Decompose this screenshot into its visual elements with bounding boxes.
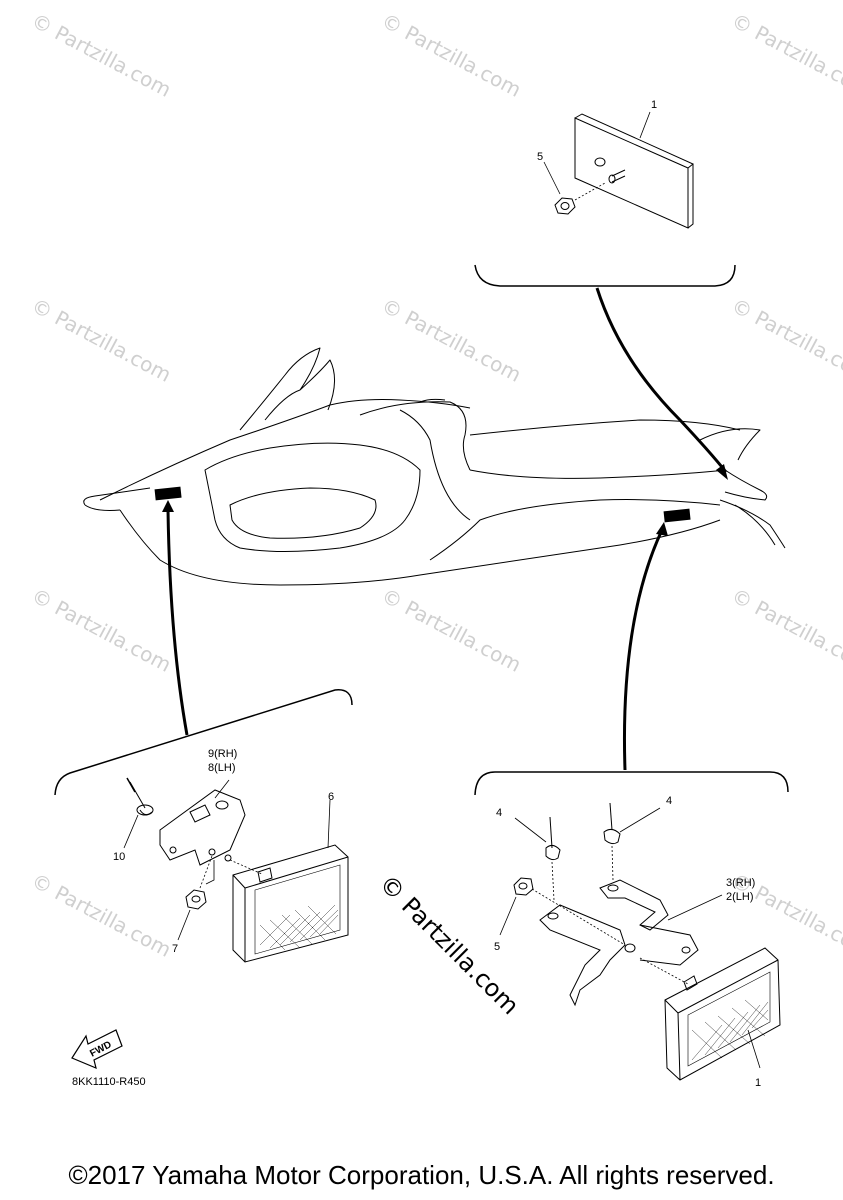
watermark: © Partzilla.com [728, 293, 843, 387]
callout-7: 7 [172, 943, 178, 955]
watermark: © Partzilla.com [378, 583, 526, 677]
watermark: © Partzilla.com [728, 583, 843, 677]
left-detail-box [54, 689, 353, 963]
copyright-notice: ©2017 Yamaha Motor Corporation, U.S.A. A… [68, 1160, 775, 1190]
watermark: © Partzilla.com [28, 293, 176, 387]
right-detail-box [474, 771, 789, 1081]
watermark: © Partzilla.com [378, 8, 526, 102]
reflector-hatch-right [691, 999, 769, 1061]
watermark-layer: © Partzilla.com © Partzilla.com © Partzi… [28, 8, 843, 962]
callout-5-top: 5 [537, 151, 543, 163]
rear-reflector-location [663, 508, 691, 523]
callout-5-bottom: 5 [494, 941, 500, 953]
top-detail-box [474, 111, 736, 287]
watermark: © Partzilla.com [378, 293, 526, 387]
fwd-arrow-icon: FWD [71, 1029, 123, 1070]
callout-8lh: 8(LH) [208, 762, 236, 774]
watermark: © Partzilla.com [728, 8, 843, 102]
callout-4-right: 4 [666, 795, 672, 807]
watermark: © Partzilla.com [28, 8, 176, 102]
reflector-hatch-left [259, 904, 339, 951]
callout-1-top: 1 [651, 99, 657, 111]
callout-10: 10 [113, 851, 125, 863]
leader-arrows [166, 287, 728, 771]
callout-2lh: 2(LH) [726, 891, 754, 903]
callout-6: 6 [328, 791, 334, 803]
callout-9rh: 9(RH) [208, 748, 237, 760]
arrow-heads [162, 464, 728, 536]
callout-1-bottom: 1 [755, 1077, 761, 1089]
front-reflector-location [154, 486, 182, 501]
snowmobile-outline [83, 347, 786, 586]
watermark: © Partzilla.com [28, 868, 176, 962]
diagram-code: 8KK1110-R450 [72, 1076, 146, 1088]
watermark-large: © Partzilla.com [374, 869, 525, 1020]
callout-3rh: 3(RH) [726, 877, 755, 889]
callout-4-left: 4 [496, 807, 502, 819]
parts-diagram: © Partzilla.com © Partzilla.com © Partzi… [28, 8, 843, 1089]
watermark: © Partzilla.com [28, 583, 176, 677]
